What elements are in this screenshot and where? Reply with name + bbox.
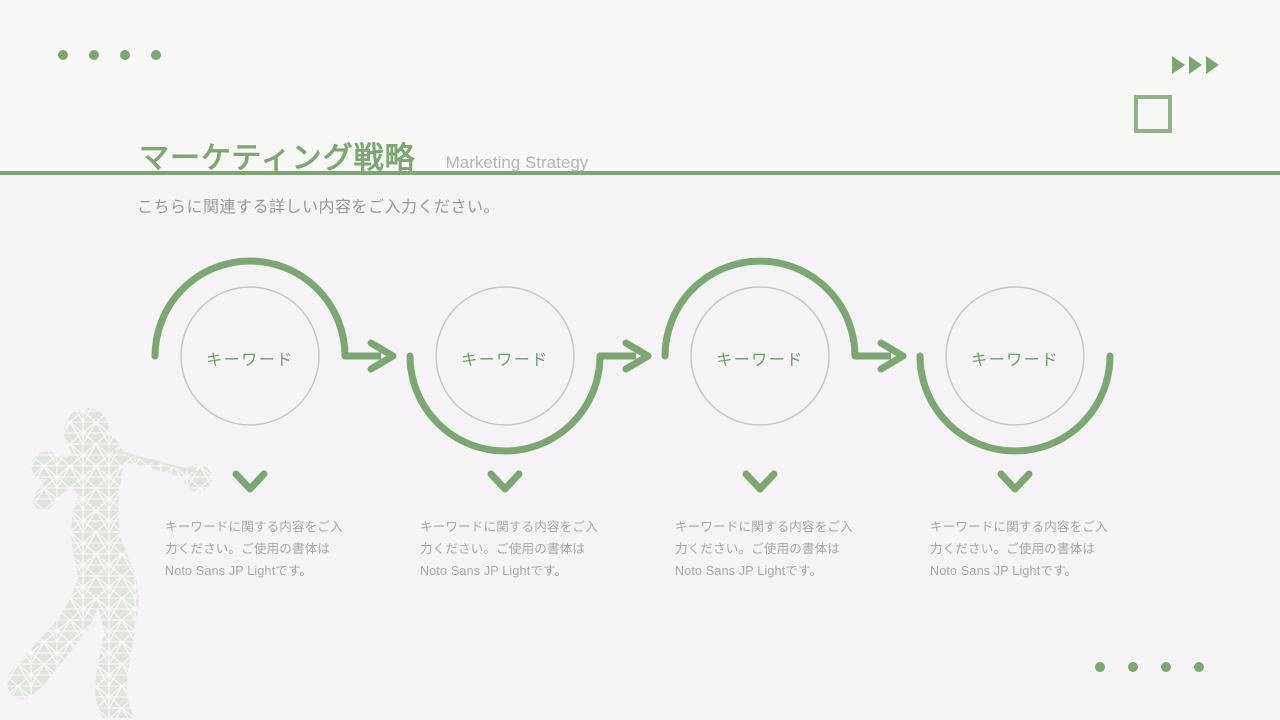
play-triangle-icon — [1189, 56, 1202, 74]
decor-dot — [1194, 662, 1204, 672]
step-body-3: キーワードに関する内容をご入力ください。ご使用の書体はNoto Sans JP … — [675, 520, 853, 578]
decor-dots-top-left — [58, 50, 182, 60]
decor-dot — [1161, 662, 1171, 672]
body-background — [0, 175, 1280, 720]
decor-dots-bottom-right — [1095, 662, 1227, 672]
header-background — [0, 0, 1280, 172]
step-body-2: キーワードに関する内容をご入力ください。ご使用の書体はNoto Sans JP … — [420, 520, 598, 578]
step-body-4: キーワードに関する内容をご入力ください。ご使用の書体はNoto Sans JP … — [930, 520, 1108, 578]
step-label-3: キーワード — [716, 352, 804, 369]
page-title-jp: マーケティング戦略 — [139, 142, 416, 175]
decor-square-outline — [1134, 95, 1172, 133]
decor-dot — [89, 50, 99, 60]
play-triangle-icon — [1172, 56, 1185, 74]
step-label-4: キーワード — [971, 352, 1059, 369]
page-subtitle: こちらに関連する詳しい内容をご入力ください。 — [137, 199, 501, 216]
page-title-en: Marketing Strategy — [445, 153, 589, 172]
page-title: マーケティング戦略 Marketing Strategy — [139, 133, 588, 177]
decor-dot — [1128, 662, 1138, 672]
decor-triangles-top-right — [1172, 56, 1223, 74]
step-body-1: キーワードに関する内容をご入力ください。ご使用の書体はNoto Sans JP … — [165, 520, 343, 578]
decor-dot — [120, 50, 130, 60]
decor-dot — [151, 50, 161, 60]
decor-dot — [58, 50, 68, 60]
step-label-2: キーワード — [461, 352, 549, 369]
step-label-1: キーワード — [206, 352, 294, 369]
header-divider — [0, 171, 1280, 175]
play-triangle-icon — [1206, 56, 1219, 74]
decor-dot — [1095, 662, 1105, 672]
